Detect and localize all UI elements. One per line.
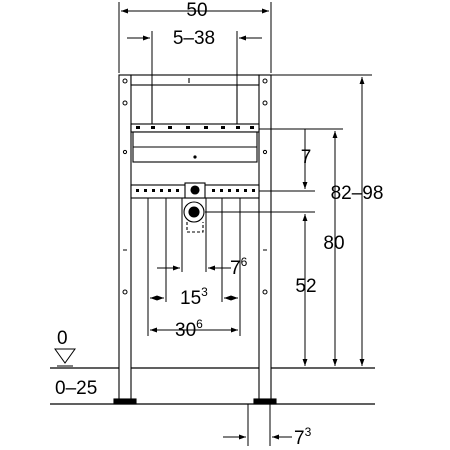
label-bracket-range: 5–38 <box>173 28 215 49</box>
right-upright <box>258 74 272 401</box>
label-floor-level: 0 <box>57 328 68 349</box>
label-floor-range: 0–25 <box>55 378 97 399</box>
label-spacing-30: 306 <box>175 317 203 341</box>
floor-level-symbol <box>54 348 76 367</box>
label-height-80: 80 <box>323 233 344 254</box>
label-height-7: 7 <box>301 147 312 168</box>
installation-frame <box>113 74 277 405</box>
fixing-plate-holes <box>136 189 255 192</box>
frame-details <box>122 78 268 295</box>
label-height-range: 82–98 <box>331 183 384 204</box>
dim-height-80 <box>259 128 343 366</box>
dim-foot-offset <box>223 404 292 446</box>
label-height-52: 52 <box>295 276 316 297</box>
floor-lines <box>50 367 375 405</box>
right-foot <box>253 398 277 405</box>
water-connection <box>183 182 206 233</box>
crossbar-holes <box>136 126 254 159</box>
left-upright <box>118 74 132 401</box>
label-foot-offset: 73 <box>294 425 312 449</box>
label-spacing-7: 76 <box>230 255 248 279</box>
label-spacing-15: 153 <box>180 285 208 309</box>
dim-height-7 <box>259 129 315 192</box>
dim-bracket-range <box>127 31 262 124</box>
dim-height-range <box>271 74 372 366</box>
dim-spacing-lines <box>147 198 241 336</box>
label-overall-width: 50 <box>186 0 207 21</box>
dim-overall-width <box>118 2 272 73</box>
dim-height-52 <box>205 211 315 366</box>
left-foot <box>113 398 137 405</box>
